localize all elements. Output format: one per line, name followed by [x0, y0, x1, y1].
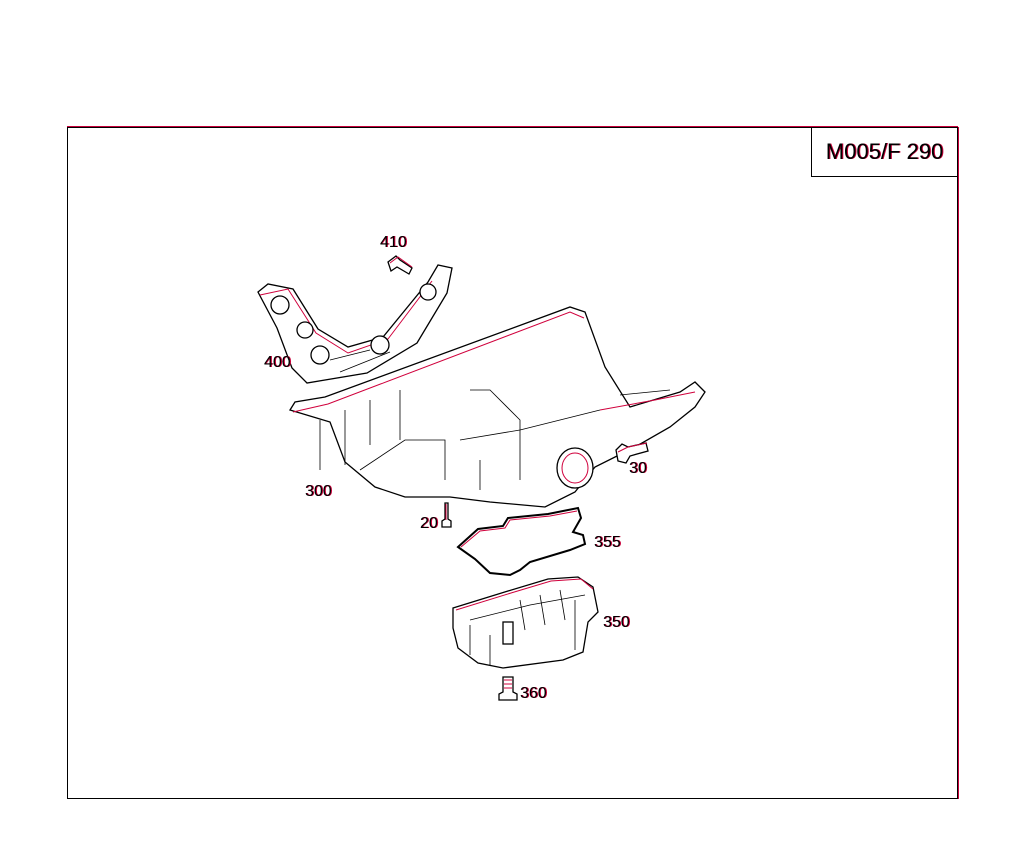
upper-oil-pan-300-icon[interactable] — [288, 306, 706, 508]
callout-30[interactable]: 30 — [629, 460, 647, 477]
callout-300[interactable]: 300 — [305, 483, 332, 500]
bracket-400-icon[interactable] — [257, 264, 453, 384]
bolt-410-icon[interactable] — [387, 255, 413, 275]
callout-360[interactable]: 360 — [520, 685, 547, 702]
callout-410[interactable]: 410 — [380, 234, 407, 251]
gasket-355-icon[interactable] — [456, 506, 587, 577]
bolt-20-icon[interactable] — [441, 502, 452, 528]
callout-20[interactable]: 20 — [420, 515, 438, 532]
callout-350[interactable]: 350 — [603, 614, 630, 631]
bolt-30-icon[interactable] — [615, 442, 649, 464]
callout-400[interactable]: 400 — [264, 354, 291, 371]
drain-plug-360-icon[interactable] — [498, 676, 518, 701]
lower-oil-pan-350-icon[interactable] — [452, 576, 599, 669]
diagram-frame — [67, 127, 958, 799]
callout-355[interactable]: 355 — [594, 534, 621, 551]
diagram-code: M005/F 290 — [811, 127, 957, 177]
